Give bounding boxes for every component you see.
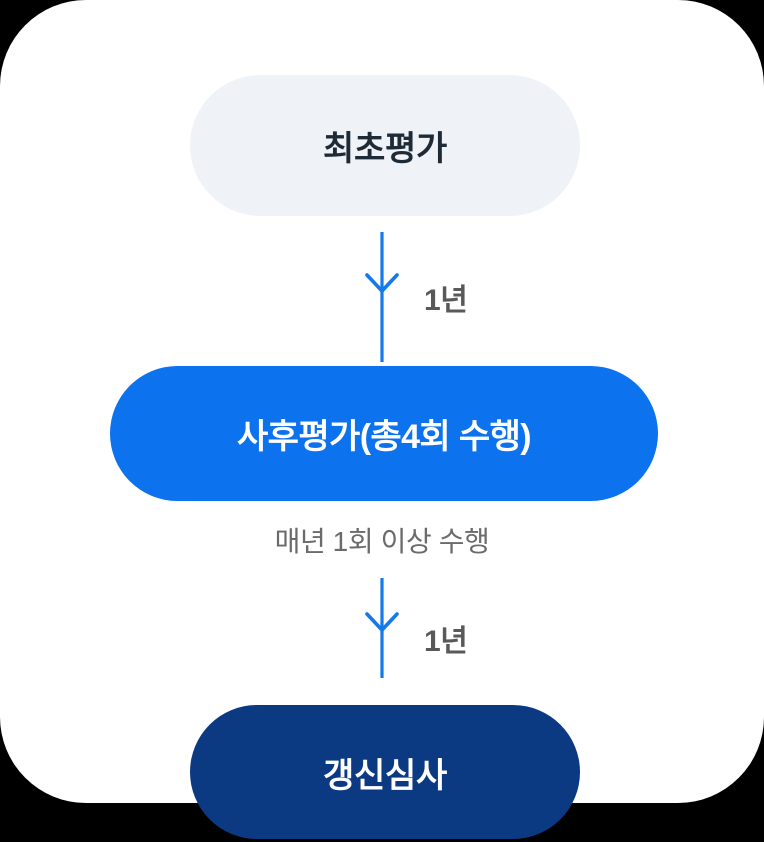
node-renewal-review[interactable]: 갱신심사 [190, 705, 580, 839]
connector-initial-to-followup-label: 1년 [424, 284, 468, 317]
connector-initial-to-followup: 1년 [0, 228, 764, 366]
node-followup-evaluation[interactable]: 사후평가(총4회 수행) [110, 366, 658, 501]
connector-followup-to-renewal: 1년 [0, 570, 764, 705]
node-initial-evaluation[interactable]: 최초평가 [190, 75, 580, 216]
node-followup-evaluation-label: 사후평가(총4회 수행) [236, 418, 532, 456]
followup-frequency-note: 매년 1회 이상 수행 [274, 526, 490, 557]
down-arrow-icon [360, 570, 404, 705]
node-initial-evaluation-label: 최초평가 [323, 130, 447, 168]
down-arrow-icon [360, 228, 404, 366]
connector-followup-to-renewal-label: 1년 [424, 624, 468, 658]
node-renewal-review-label: 갱신심사 [323, 756, 447, 795]
